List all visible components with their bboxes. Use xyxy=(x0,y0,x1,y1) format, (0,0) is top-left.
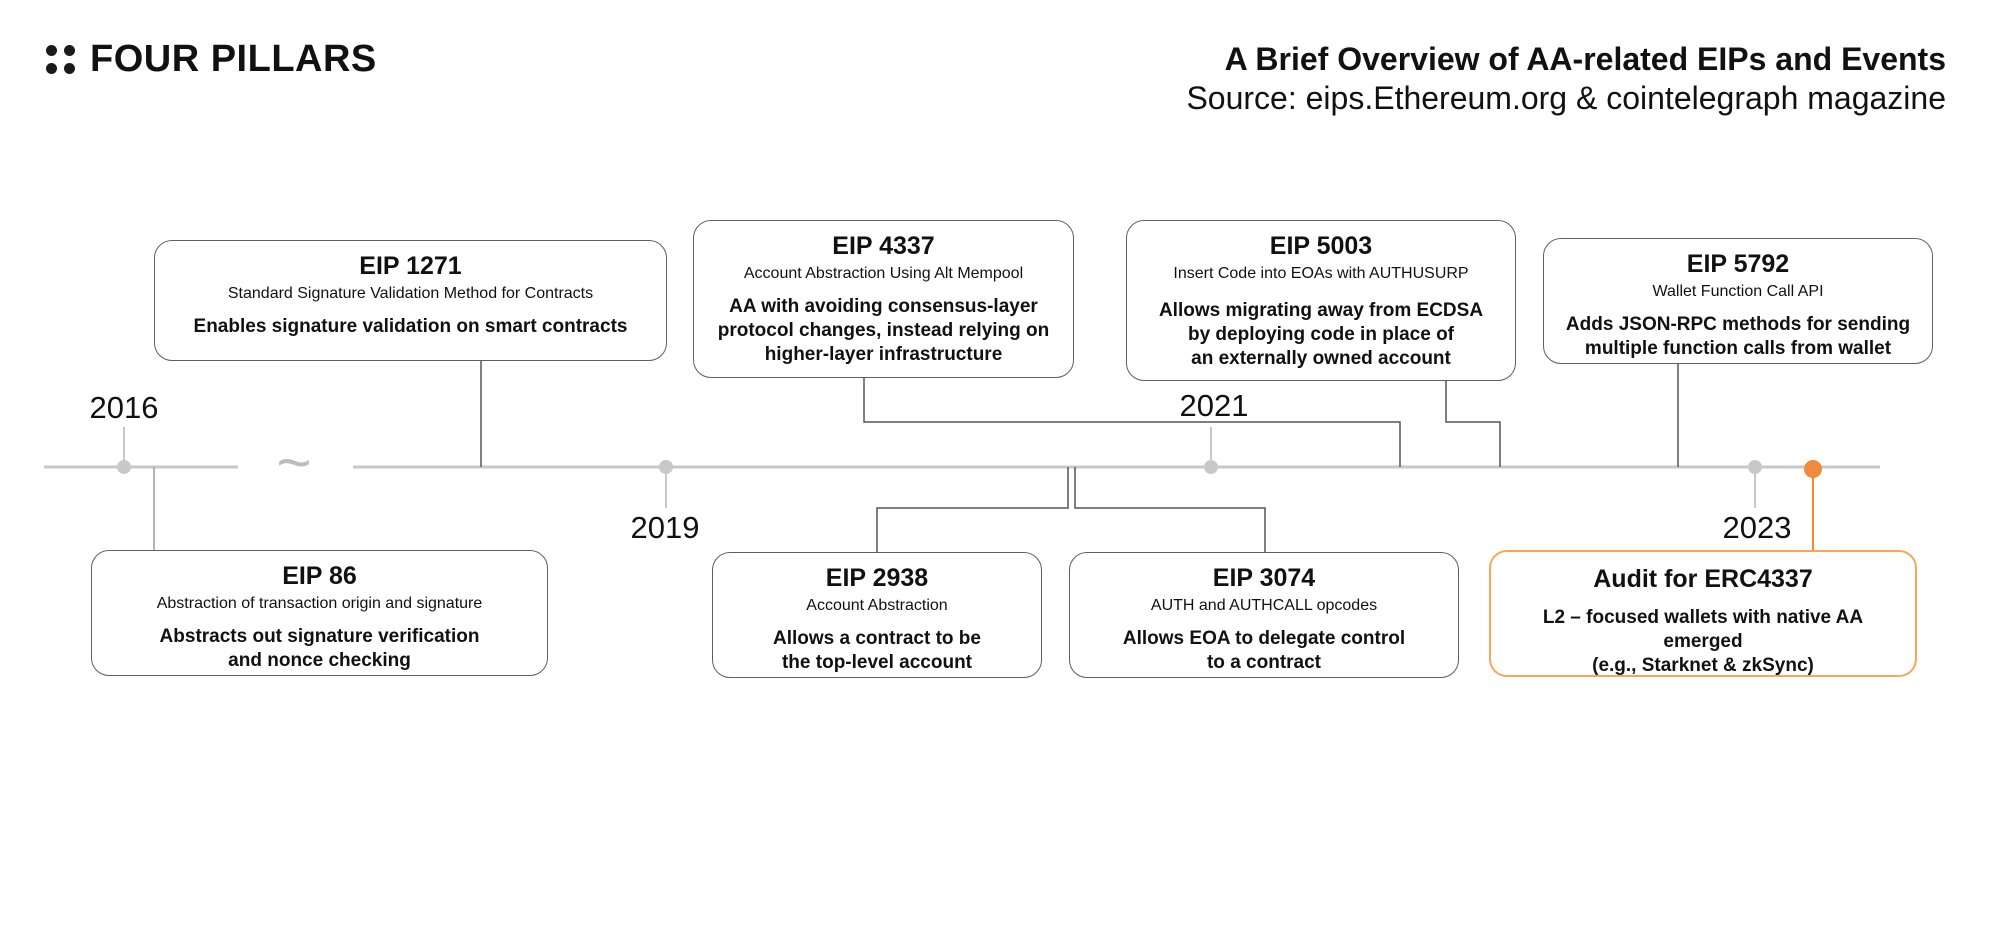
dot-2016 xyxy=(117,460,131,474)
card-description: Enables signature validation on smart co… xyxy=(193,316,628,337)
year-label-2019: 2019 xyxy=(630,510,700,545)
card-title: EIP 4337 xyxy=(832,232,935,260)
dot-2019 xyxy=(659,460,673,474)
dot-2021 xyxy=(1204,460,1218,474)
card-subtitle: Abstraction of transaction origin and si… xyxy=(156,595,483,612)
card-eip-5792: EIP 5792 Wallet Function Call API Adds J… xyxy=(1543,238,1933,364)
card-subtitle: Account Abstraction xyxy=(806,597,948,614)
connector-eip2938 xyxy=(876,467,1069,552)
card-eip-4337: EIP 4337 Account Abstraction Using Alt M… xyxy=(693,220,1074,378)
connector-eip4337 xyxy=(863,378,1401,467)
card-description: L2 – focused wallets with native AA emer… xyxy=(1542,607,1864,676)
year-label-2016: 2016 xyxy=(89,390,159,425)
source-note: Source: eips.Ethereum.org & cointelegrap… xyxy=(1186,80,1946,116)
header: A Brief Overview of AA-related EIPs and … xyxy=(1186,40,1946,118)
card-subtitle: Wallet Function Call API xyxy=(1652,283,1824,300)
card-description: Allows migrating away from ECDSA by depl… xyxy=(1158,300,1484,369)
connector-eip3074 xyxy=(1074,467,1266,552)
connector-eip5003 xyxy=(1445,381,1501,467)
card-description: Abstracts out signature verification and… xyxy=(159,626,480,671)
brand: FOUR PILLARS xyxy=(46,38,377,81)
brand-name: FOUR PILLARS xyxy=(90,38,377,80)
card-subtitle: Account Abstraction Using Alt Mempool xyxy=(743,265,1024,282)
card-eip-86: EIP 86 Abstraction of transaction origin… xyxy=(91,550,548,676)
card-description: AA with avoiding consensus-layer protoco… xyxy=(717,296,1050,365)
card-description: Allows a contract to be the top-level ac… xyxy=(773,628,981,673)
card-title: EIP 86 xyxy=(282,562,357,590)
card-audit-erc4337: Audit for ERC4337 L2 – focused wallets w… xyxy=(1489,550,1917,677)
card-subtitle: Insert Code into EOAs with AUTHUSURP xyxy=(1173,265,1469,282)
timeline-break: ~ xyxy=(276,429,312,496)
card-title: EIP 5792 xyxy=(1686,250,1790,278)
card-subtitle: Standard Signature Validation Method for… xyxy=(227,285,594,302)
year-label-2021: 2021 xyxy=(1179,388,1249,423)
card-title: Audit for ERC4337 xyxy=(1593,565,1813,593)
card-eip-3074: EIP 3074 AUTH and AUTHCALL opcodes Allow… xyxy=(1069,552,1459,678)
card-title: EIP 1271 xyxy=(359,252,462,280)
card-eip-5003: EIP 5003 Insert Code into EOAs with AUTH… xyxy=(1126,220,1516,381)
page-title: A Brief Overview of AA-related EIPs and … xyxy=(1224,41,1946,77)
card-eip-2938: EIP 2938 Account Abstraction Allows a co… xyxy=(712,552,1042,678)
card-title: EIP 2938 xyxy=(825,564,929,592)
card-title: EIP 5003 xyxy=(1269,232,1373,260)
year-label-2023: 2023 xyxy=(1722,510,1792,545)
four-dots-icon xyxy=(46,44,76,75)
card-description: Adds JSON-RPC methods for sending multip… xyxy=(1565,314,1911,359)
dot-2023 xyxy=(1748,460,1762,474)
card-eip-1271: EIP 1271 Standard Signature Validation M… xyxy=(154,240,667,361)
highlight-dot xyxy=(1804,460,1822,478)
card-description: Allows EOA to delegate control to a cont… xyxy=(1122,628,1406,673)
card-subtitle: AUTH and AUTHCALL opcodes xyxy=(1150,597,1378,614)
card-title: EIP 3074 xyxy=(1212,564,1316,592)
